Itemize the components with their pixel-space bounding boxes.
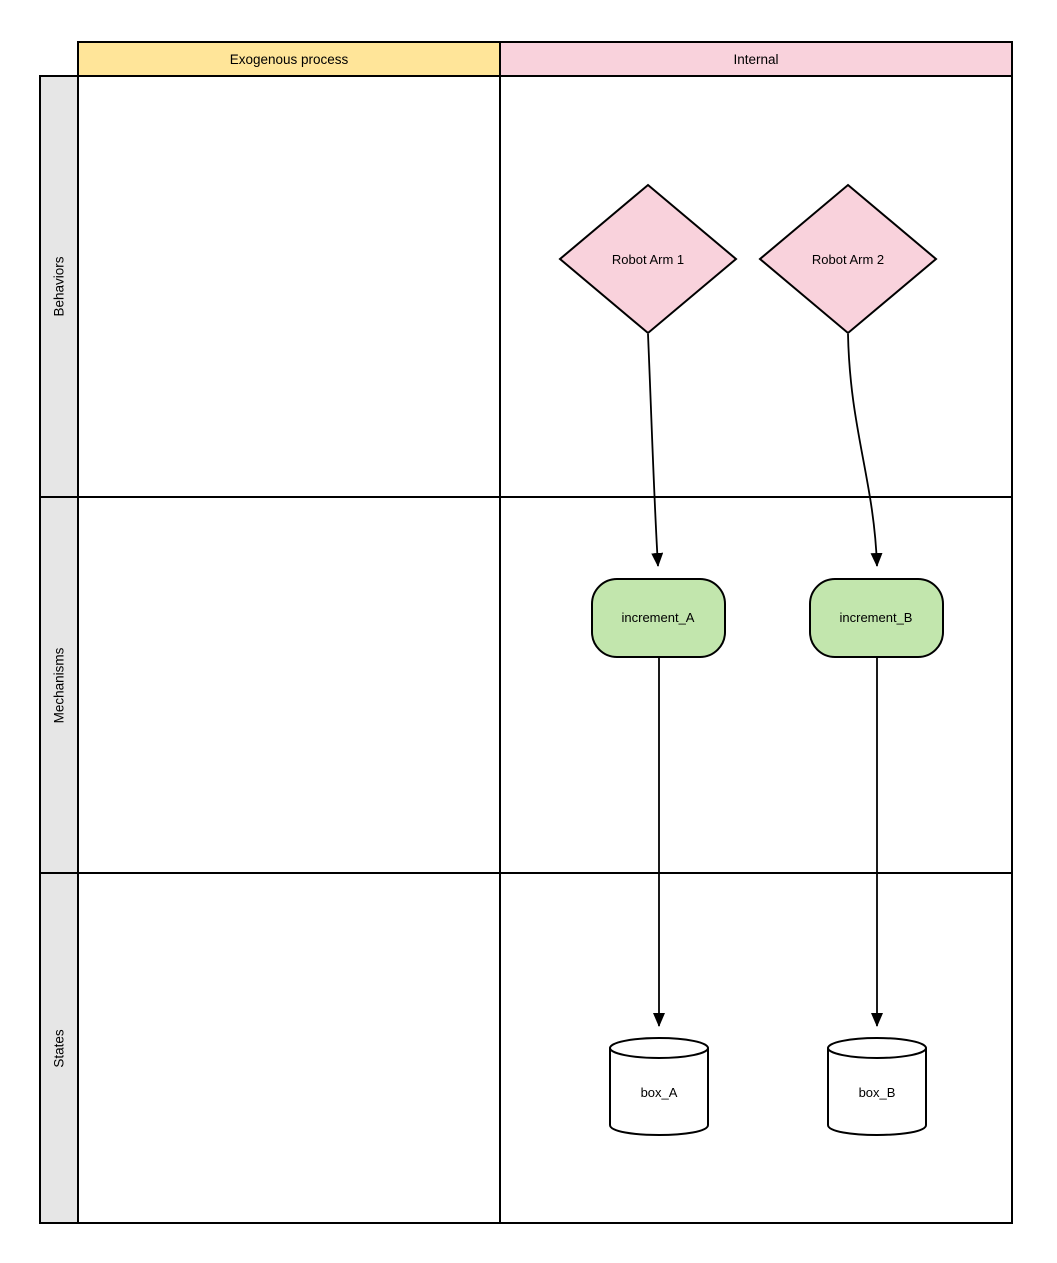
grid-line-right	[1011, 41, 1013, 1224]
node-box-a[interactable]: box_A	[609, 1037, 709, 1136]
cylinder-body-shape[interactable]	[609, 1048, 709, 1136]
grid-line-behaviors-mechanisms	[39, 496, 1013, 498]
node-box-b[interactable]: box_B	[827, 1037, 927, 1136]
grid-line-left	[39, 75, 41, 1224]
rounded-rect-shape[interactable]	[809, 578, 944, 658]
edge-robot-arm-2-to-increment-b[interactable]	[847, 333, 883, 567]
column-header-internal-label: Internal	[733, 51, 779, 67]
node-increment-a[interactable]: increment_A	[591, 578, 726, 658]
row-header-states: States	[40, 873, 78, 1223]
rounded-rect-shape[interactable]	[591, 578, 726, 658]
diamond-shape[interactable]	[758, 183, 938, 335]
node-increment-b-label: increment_B	[840, 610, 913, 625]
cylinder-top-shape[interactable]	[827, 1037, 927, 1059]
node-robot-arm-2-label: Robot Arm 2	[812, 252, 884, 267]
edge-robot-arm-1-to-increment-a[interactable]	[647, 333, 664, 567]
cylinder-top-shape[interactable]	[609, 1037, 709, 1059]
node-robot-arm-1[interactable]: Robot Arm 1	[558, 183, 738, 335]
node-box-a-label: box_A	[641, 1085, 678, 1100]
column-header-internal: Internal	[500, 42, 1012, 76]
row-header-mechanisms: Mechanisms	[40, 497, 78, 873]
grid-line-bottom	[39, 1222, 1013, 1224]
column-header-exogenous-label: Exogenous process	[229, 51, 349, 67]
node-box-b-label: box_B	[859, 1085, 896, 1100]
diamond-shape[interactable]	[558, 183, 738, 335]
grid-line-header-bottom	[39, 75, 1013, 77]
grid-line-rowheader-right	[77, 41, 79, 1224]
node-increment-b[interactable]: increment_B	[809, 578, 944, 658]
cylinder-body-shape[interactable]	[827, 1048, 927, 1136]
node-robot-arm-2[interactable]: Robot Arm 2	[758, 183, 938, 335]
row-header-behaviors: Behaviors	[40, 76, 78, 497]
grid-line-column-divider	[499, 41, 501, 1224]
node-increment-a-label: increment_A	[622, 610, 695, 625]
grid-line-mechanisms-states	[39, 872, 1013, 874]
column-header-exogenous-process: Exogenous process	[78, 42, 500, 76]
grid-line-header-top	[77, 41, 1013, 43]
node-robot-arm-1-label: Robot Arm 1	[612, 252, 684, 267]
